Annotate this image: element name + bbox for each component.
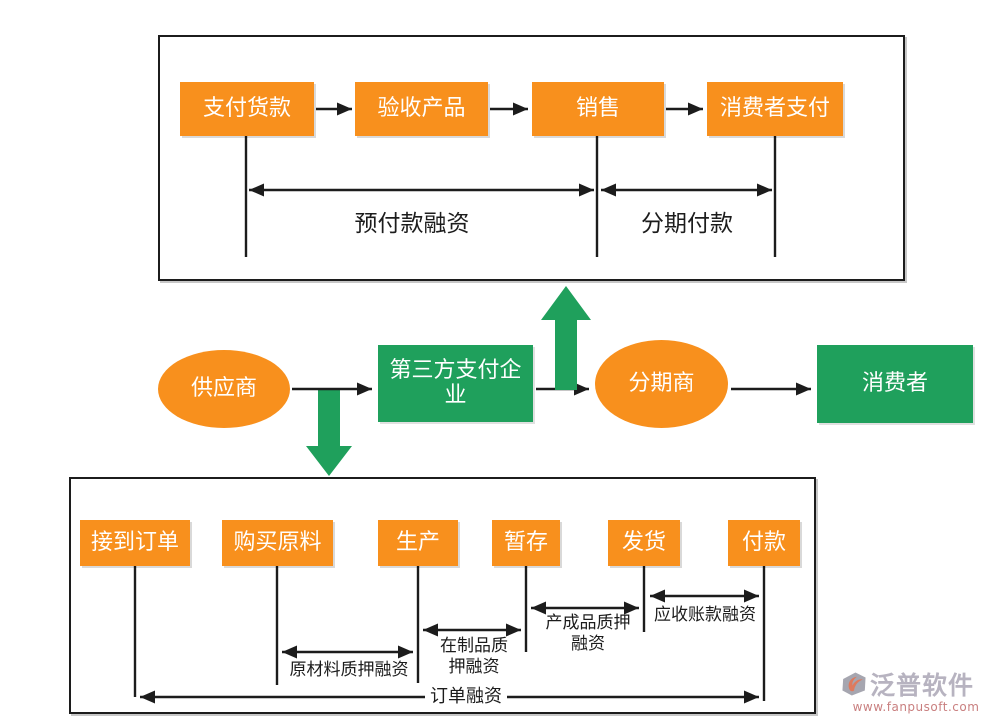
node-label: 消费者	[861, 370, 928, 396]
node-third-party-payment-company: 第三方支付企业	[378, 345, 533, 422]
node-payment: 付款	[728, 520, 800, 566]
node-receive-order: 接到订单	[80, 520, 190, 566]
node-label: 暂存	[503, 529, 548, 555]
node-label: 供应商	[190, 375, 257, 401]
node-label: 接到订单	[90, 529, 179, 555]
label-installment-payment: 分期付款	[641, 211, 733, 237]
node-shipment: 发货	[608, 520, 680, 566]
node-label: 验收产品	[377, 95, 466, 121]
fanpu-logo-icon	[842, 672, 866, 696]
node-consumer-payment: 消费者支付	[707, 82, 843, 136]
node-consumer: 消费者	[817, 345, 973, 423]
bottom-process-frame	[69, 477, 816, 714]
fanpu-logo: 泛普软件 www.fanpusoft.com	[841, 666, 991, 714]
label-wip-pledge: 在制品质押融资	[440, 636, 508, 678]
node-installment-merchant: 分期商	[595, 340, 728, 428]
fanpu-logo-text: 泛普软件	[870, 671, 975, 700]
node-label: 购买原料	[233, 529, 322, 555]
label-order-financing: 订单融资	[425, 685, 507, 709]
node-label: 支付货款	[202, 95, 291, 121]
label-finished-goods-pledge: 产成品质押融资	[545, 613, 631, 655]
green-down-block-arrow	[306, 389, 352, 476]
node-label: 分期商	[628, 370, 695, 396]
label-prepay-financing: 预付款融资	[354, 211, 470, 237]
node-supplier: 供应商	[158, 350, 290, 428]
node-label: 发货	[621, 529, 666, 555]
node-label: 第三方支付企业	[389, 357, 522, 408]
node-label: 付款	[741, 529, 786, 555]
fanpu-logo-url: www.fanpusoft.com	[852, 700, 980, 714]
top-process-frame	[158, 35, 905, 281]
node-accept-products: 验收产品	[355, 82, 488, 136]
node-label: 销售	[575, 95, 620, 121]
node-label: 生产	[395, 529, 440, 555]
label-raw-material-pledge: 原材料质押融资	[289, 660, 409, 680]
node-pay-for-goods: 支付货款	[180, 82, 314, 136]
node-label: 消费者支付	[719, 95, 830, 121]
label-receivables-financing: 应收账款融资	[654, 605, 756, 625]
green-up-block-arrow	[541, 286, 591, 390]
node-temporary-storage: 暂存	[492, 520, 560, 566]
node-sales: 销售	[532, 82, 664, 136]
node-buy-raw-material: 购买原料	[222, 520, 333, 566]
node-production: 生产	[378, 520, 458, 566]
